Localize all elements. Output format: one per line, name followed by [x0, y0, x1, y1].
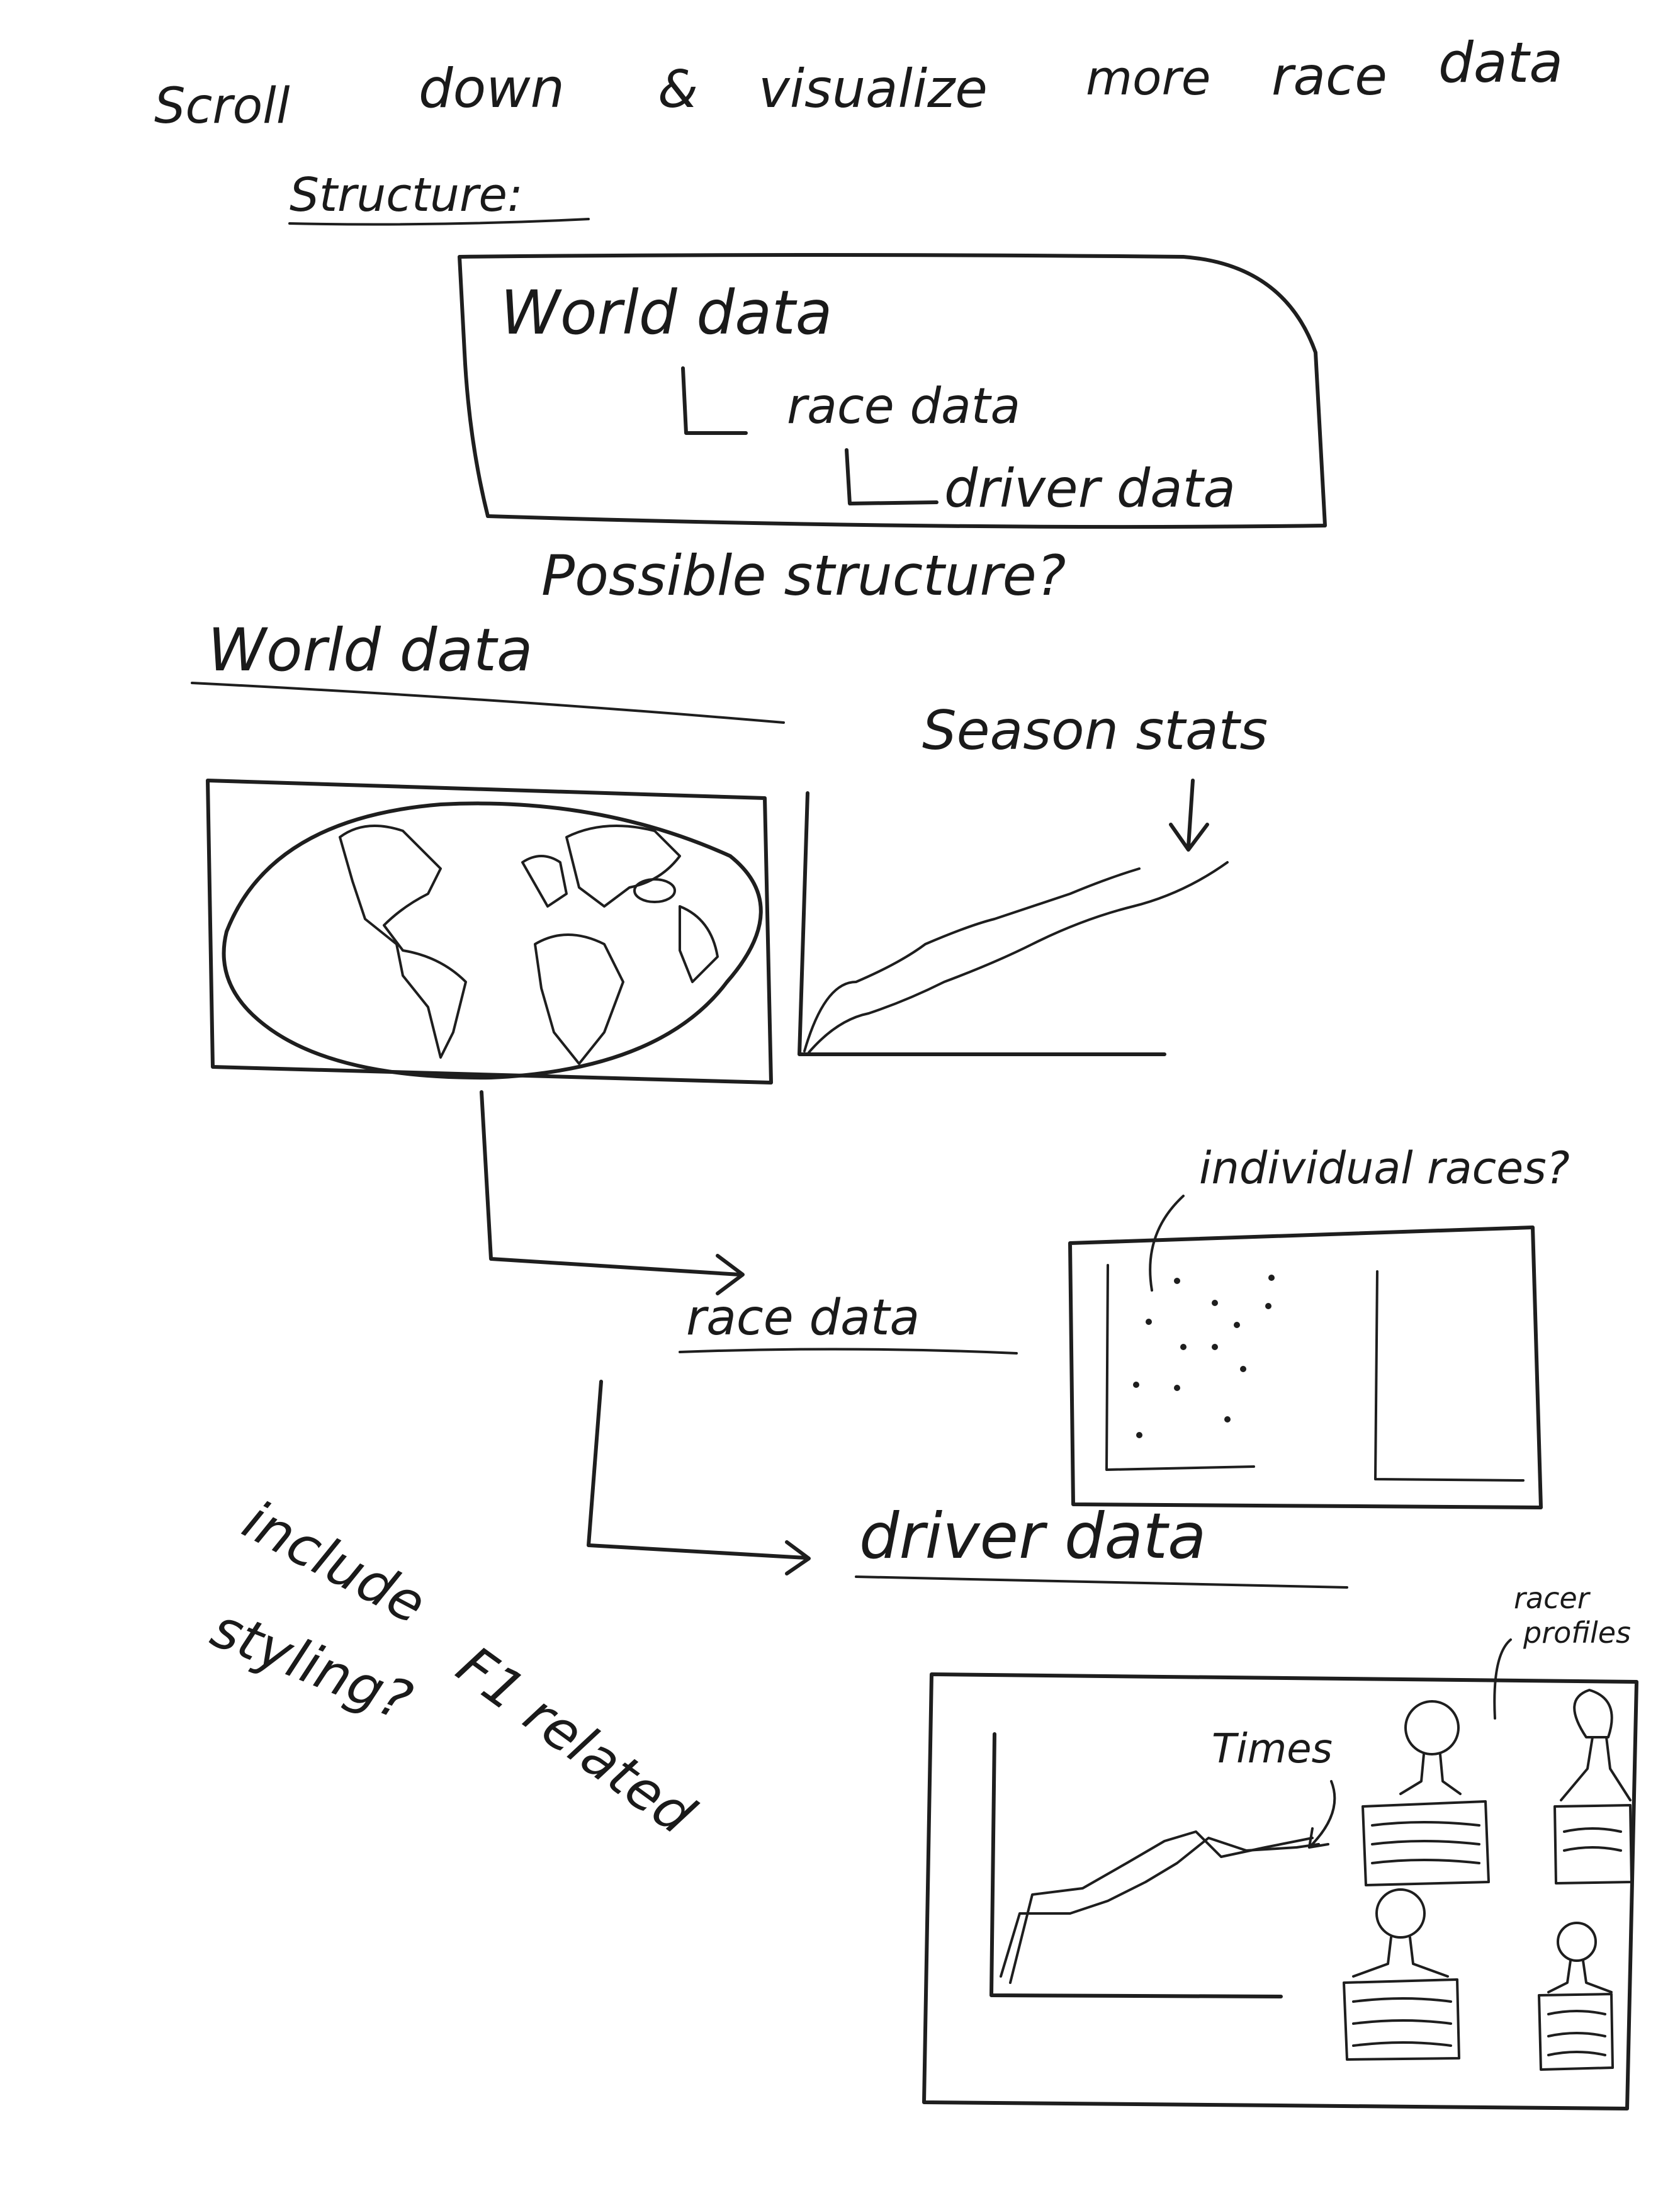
season-line-1: [803, 867, 1141, 1052]
world-to-race-arrow: [480, 1090, 745, 1295]
race-heading-underline: [679, 1348, 1018, 1355]
structure-branch-1: [681, 366, 748, 435]
scatter-point: [1136, 1432, 1142, 1438]
individual-races-label: individual races?: [1199, 1142, 1570, 1194]
header-word-and: &: [658, 60, 698, 120]
driver-chart-frame: [922, 1672, 1638, 2110]
times-line-2: [1009, 1830, 1314, 1984]
structure-item-driver: driver data: [944, 458, 1236, 519]
season-arrow-icon: [1169, 779, 1209, 852]
structure-block: Structure: World data race data driver d…: [288, 168, 1327, 608]
header-note: Scroll down & visualize more race data: [154, 30, 1563, 135]
structure-item-race: race data: [787, 378, 1020, 435]
race-scatter-axes: [1105, 1264, 1255, 1471]
racer-stats-lines: [1371, 1821, 1480, 1864]
racer-body-icon: [1399, 1753, 1462, 1795]
header-word-scroll: Scroll: [154, 78, 290, 135]
structure-heading-underline: [288, 218, 590, 226]
scatter-point: [1234, 1322, 1240, 1328]
racer-profiles-pointer: [1493, 1638, 1512, 1720]
race-section: race data individual races?: [679, 1142, 1570, 1509]
racer-avatar-icon: [1404, 1700, 1460, 1755]
race-second-axes: [1374, 1270, 1525, 1482]
racer-body-icon: [1547, 1959, 1613, 1993]
race-heading: race data: [686, 1290, 920, 1346]
globe-outline: [222, 801, 763, 1080]
world-map-frame: [206, 779, 773, 1085]
asia-shape: [565, 825, 681, 908]
racer-stats-card: [1361, 1800, 1490, 1886]
header-word-visualize: visualize: [758, 58, 988, 120]
scatter-point: [1180, 1344, 1187, 1350]
scatter-point: [1268, 1275, 1275, 1281]
scatter-point: [1212, 1300, 1218, 1306]
oceania-shape: [679, 905, 719, 983]
driver-section: driver data racer profiles Times: [855, 1499, 1638, 2110]
racer-stats-card: [1553, 1804, 1633, 1885]
scatter-point: [1146, 1319, 1152, 1325]
scatter-point: [1265, 1303, 1271, 1309]
race-scatter-points: [1133, 1275, 1275, 1438]
scatter-point: [1174, 1385, 1180, 1391]
europe-shape: [521, 855, 568, 908]
times-line-1: [1000, 1837, 1320, 1978]
header-word-down: down: [419, 57, 565, 120]
driver-heading: driver data: [859, 1499, 1206, 1573]
world-section: World data Season stats: [191, 616, 1268, 1085]
header-word-race: race: [1271, 45, 1387, 107]
header-word-more: more: [1086, 50, 1211, 106]
racer-body-icon: [1352, 1936, 1449, 1978]
racer-body-icon: [1560, 1736, 1632, 1801]
styling-note: include F1 related styling?: [203, 1489, 706, 1847]
scatter-point: [1224, 1416, 1231, 1423]
driver-heading-underline: [855, 1575, 1348, 1589]
racer-profile-card: [1343, 1888, 1460, 2061]
racer-stats-lines: [1352, 1997, 1452, 2047]
times-label: Times: [1212, 1726, 1333, 1772]
structure-heading: Structure:: [290, 168, 523, 222]
racer-profile-card: [1361, 1700, 1490, 1886]
africa-shape: [534, 933, 624, 1065]
racer-avatar-icon: [1375, 1888, 1426, 1939]
racer-stats-lines: [1563, 1827, 1622, 1852]
times-chart-axes: [989, 1732, 1283, 1998]
race-chart-frame: [1068, 1225, 1543, 1509]
racer-avatar-icon: [1573, 1689, 1613, 1738]
island-shape: [633, 878, 676, 903]
racer-profile-card: [1553, 1689, 1633, 1885]
scatter-point: [1240, 1366, 1246, 1372]
racer-profiles-label-1: racer: [1514, 1581, 1591, 1615]
individual-races-pointer: [1149, 1195, 1185, 1292]
season-chart-axes: [798, 791, 1166, 1056]
americas-shape: [339, 825, 467, 1059]
header-word-data: data: [1438, 30, 1563, 95]
scatter-point: [1212, 1344, 1218, 1350]
racer-stats-card: [1343, 1978, 1460, 2061]
structure-box: [458, 253, 1327, 529]
styling-note-f1-related: F1 related: [446, 1634, 706, 1847]
scatter-point: [1174, 1278, 1180, 1284]
world-heading-underline: [191, 682, 785, 724]
structure-branch-2: [845, 448, 939, 505]
racer-avatar-icon: [1557, 1922, 1597, 1962]
racer-stats-card: [1538, 1993, 1614, 2071]
structure-item-world: World data: [500, 278, 832, 348]
race-to-driver-arrow: [587, 1380, 811, 1575]
season-stats-label: Season stats: [922, 699, 1268, 762]
racer-profiles-label-2: profiles: [1523, 1616, 1631, 1650]
racer-stats-lines: [1547, 2010, 1606, 2056]
racer-profile-card: [1538, 1922, 1614, 2071]
season-line-2: [808, 861, 1229, 1054]
world-heading: World data: [208, 616, 533, 685]
scatter-point: [1133, 1382, 1139, 1388]
structure-caption: Possible structure?: [541, 543, 1066, 608]
